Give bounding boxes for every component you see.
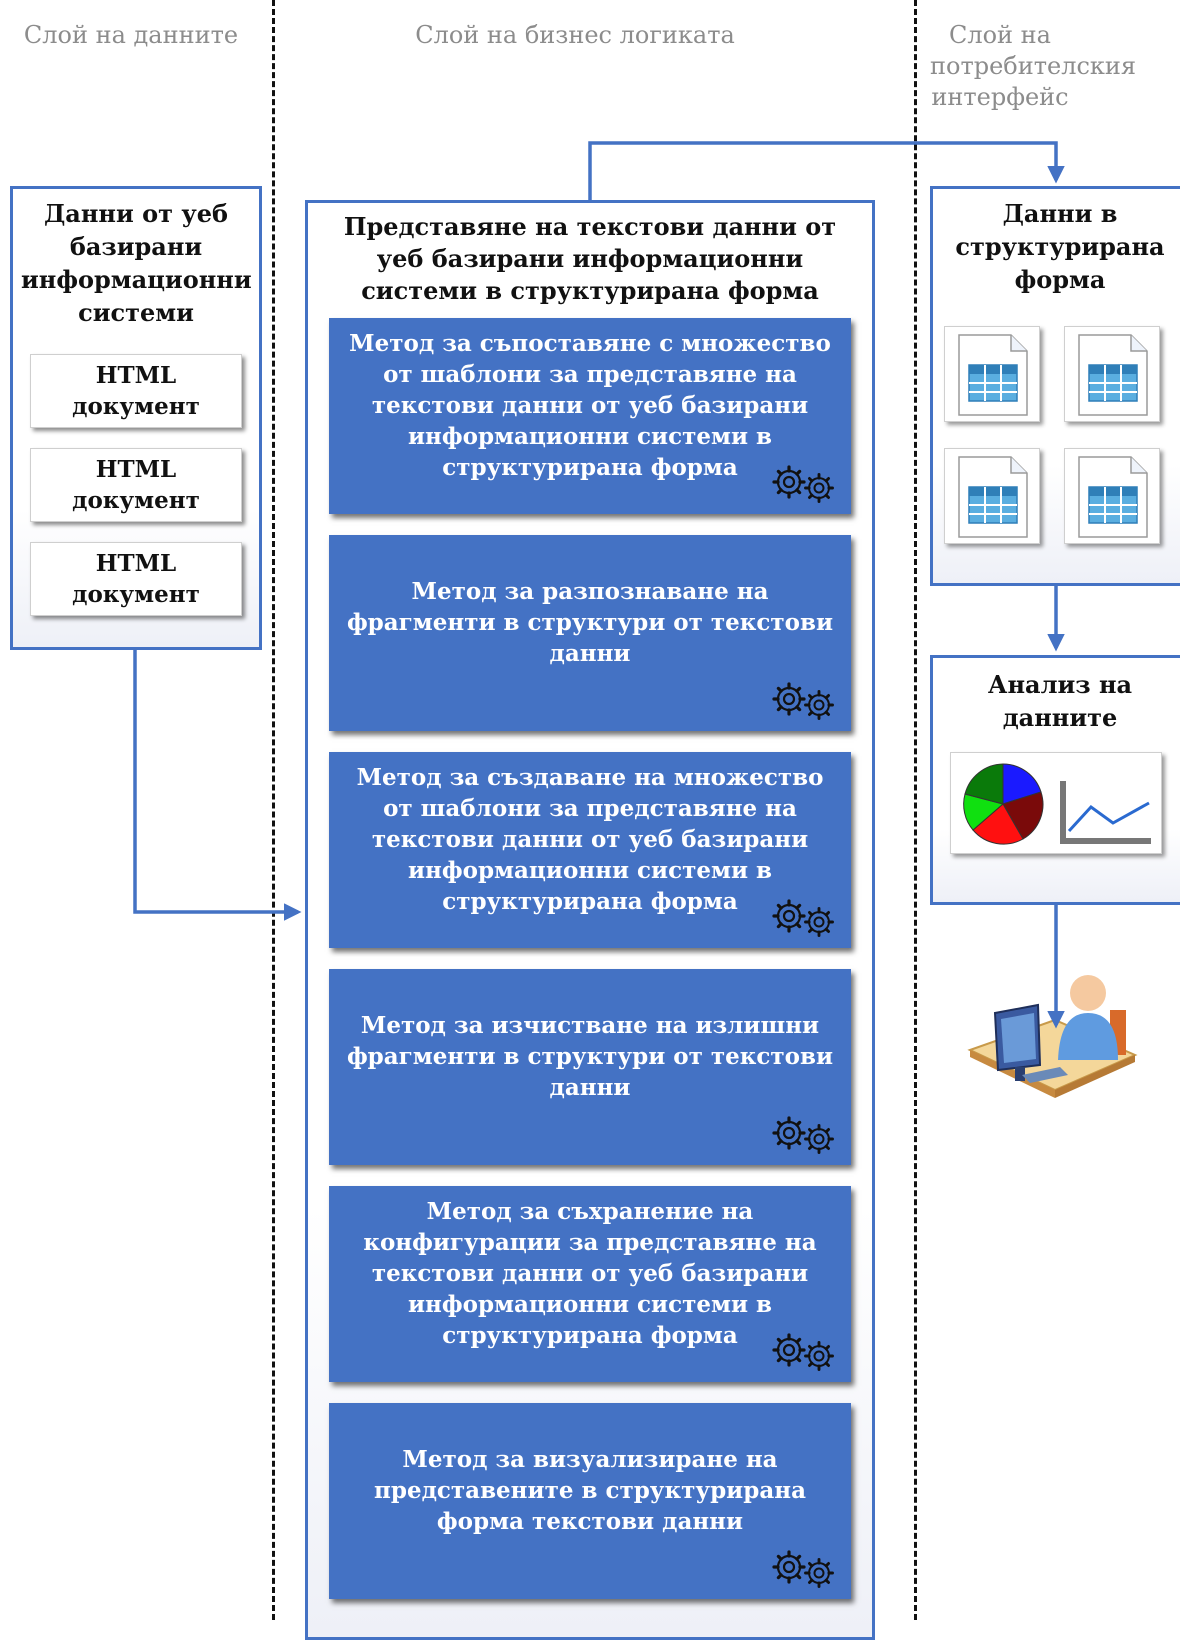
method-label: Метод за визуализиране на представените … — [374, 1445, 806, 1535]
data-panel-title: Данни от уеб базирани информационни сист… — [21, 199, 252, 327]
method-label: Метод за съпоставяне с множество от шабл… — [349, 329, 831, 481]
spreadsheet-file-icon — [944, 448, 1040, 544]
method-label: Метод за съхранение на конфигурации за п… — [363, 1197, 817, 1349]
method-template-creation: Метод за създаване на множество от шабло… — [329, 752, 851, 948]
divider-business-ui — [914, 0, 917, 1620]
html-document-1: HTML документ — [30, 354, 242, 428]
method-label: Метод за създаване на множество от шабло… — [356, 763, 824, 915]
html-document-3: HTML документ — [30, 542, 242, 616]
method-config-storage: Метод за съхранение на конфигурации за п… — [329, 1186, 851, 1382]
business-panel-title: Представяне на текстови данни от уеб баз… — [343, 212, 837, 305]
html-document-label: HTML документ — [72, 362, 200, 420]
structured-panel-title: Данни в структурирана форма — [955, 199, 1165, 294]
arrow-data-to-business — [133, 650, 302, 921]
html-document-2: HTML документ — [30, 448, 242, 522]
method-visualization: Метод за визуализиране на представените … — [329, 1403, 851, 1599]
spreadsheet-file-icon — [944, 326, 1040, 422]
method-label: Метод за изчистване на излишни фрагменти… — [346, 1011, 834, 1101]
method-template-matching: Метод за съпоставяне с множество от шабл… — [329, 318, 851, 514]
spreadsheet-file-icon — [1064, 326, 1160, 422]
arrow-business-to-structured — [588, 141, 1065, 200]
method-fragment-recognition: Метод за разпознаване на фрагменти в стр… — [329, 535, 851, 731]
html-document-label: HTML документ — [72, 550, 200, 608]
method-fragment-cleanup: Метод за изчистване на излишни фрагменти… — [329, 969, 851, 1165]
user-at-computer-icon — [967, 975, 1138, 1098]
spreadsheet-file-icon — [1064, 448, 1160, 544]
data-layer-label: Слой на данните — [23, 21, 239, 49]
html-document-label: HTML документ — [72, 456, 200, 514]
divider-data-business — [272, 0, 275, 1620]
analysis-panel-title: Анализ на данните — [987, 670, 1133, 732]
business-layer-label: Слой на бизнес логиката — [415, 21, 735, 49]
pie-and-line-chart-icon — [950, 752, 1162, 854]
method-label: Метод за разпознаване на фрагменти в стр… — [346, 577, 834, 667]
